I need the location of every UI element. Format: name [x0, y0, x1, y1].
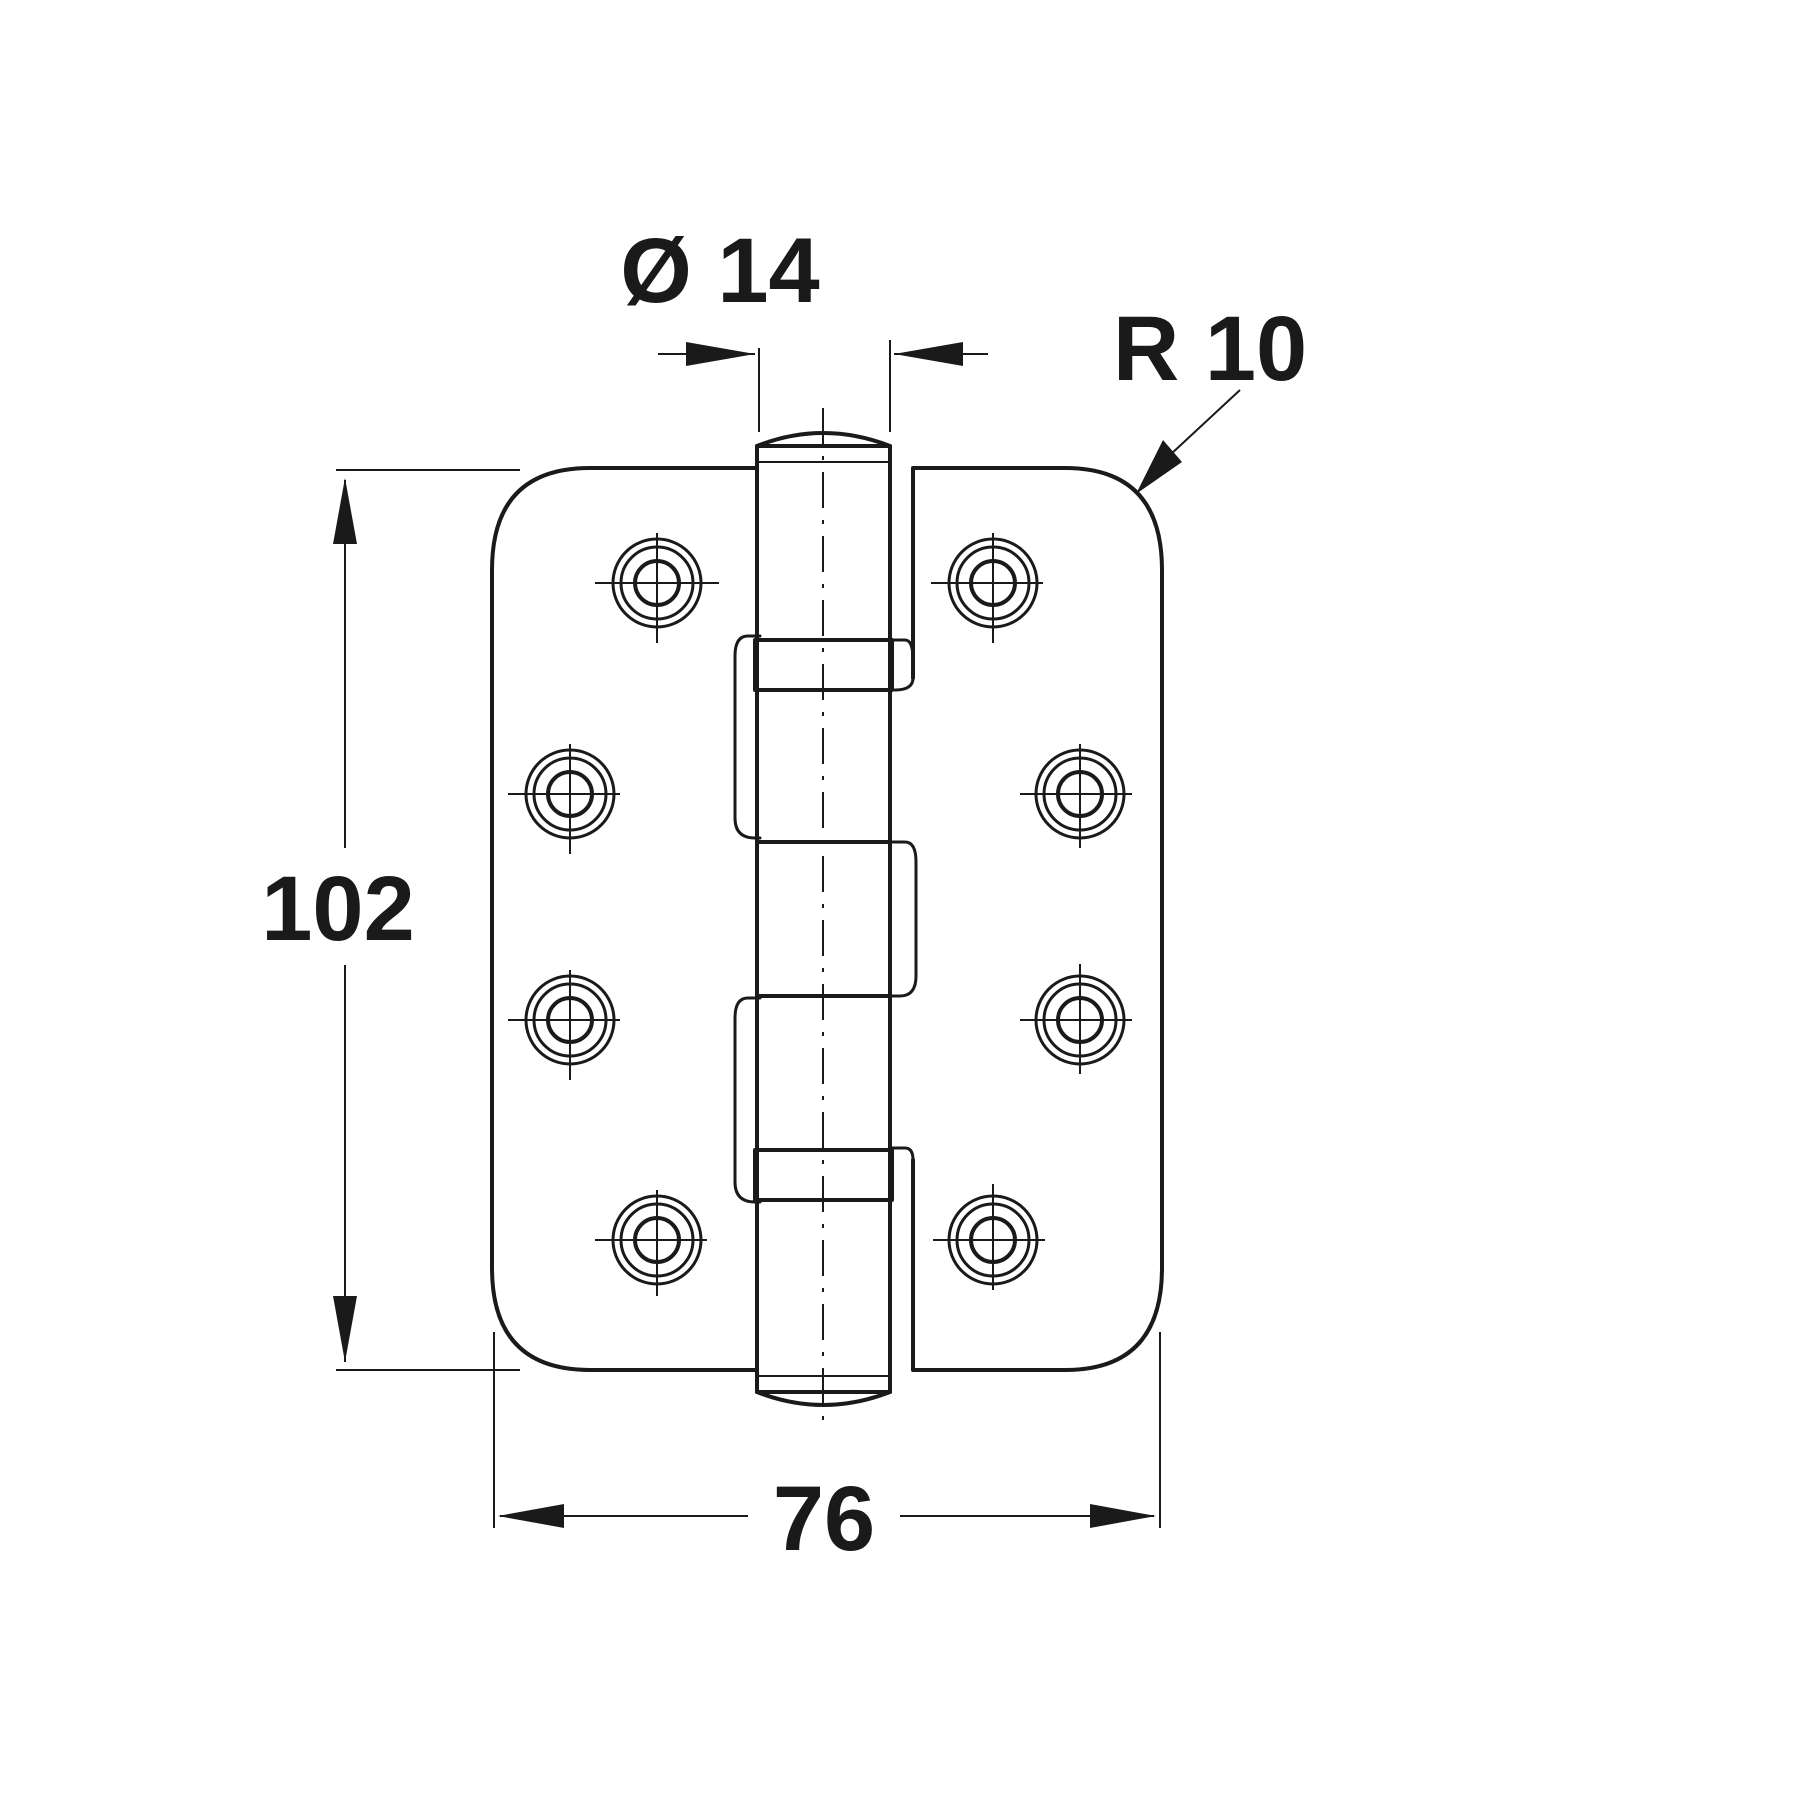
corner-radius-label: R 10 — [1113, 298, 1307, 400]
right-knuckle-bottom — [888, 1146, 915, 1172]
width-label: 76 — [773, 1468, 875, 1570]
right-knuckle-middle — [888, 840, 918, 998]
diameter-dimension: Ø 14 — [620, 220, 988, 432]
screw-hole — [1020, 744, 1132, 848]
screw-hole — [1020, 964, 1132, 1074]
screw-hole — [595, 533, 719, 643]
left-knuckle-upper — [733, 634, 762, 840]
left-leaf — [490, 466, 757, 1372]
width-dimension: 76 — [493, 1332, 1161, 1570]
height-dimension: 102 — [261, 469, 520, 1371]
pin-diameter-label: Ø 14 — [620, 220, 819, 322]
height-label: 102 — [261, 858, 415, 960]
left-knuckle-lower — [733, 996, 762, 1204]
screw-holes — [508, 533, 1132, 1296]
screw-hole — [931, 533, 1043, 643]
screw-hole — [508, 970, 620, 1080]
right-knuckle-top — [888, 638, 915, 692]
screw-hole — [933, 1184, 1045, 1290]
screw-hole — [508, 744, 620, 854]
radius-dimension: R 10 — [1113, 298, 1307, 494]
right-leaf — [911, 466, 1164, 1372]
barrel-bottom-cap — [755, 1390, 892, 1407]
screw-hole — [595, 1190, 707, 1296]
